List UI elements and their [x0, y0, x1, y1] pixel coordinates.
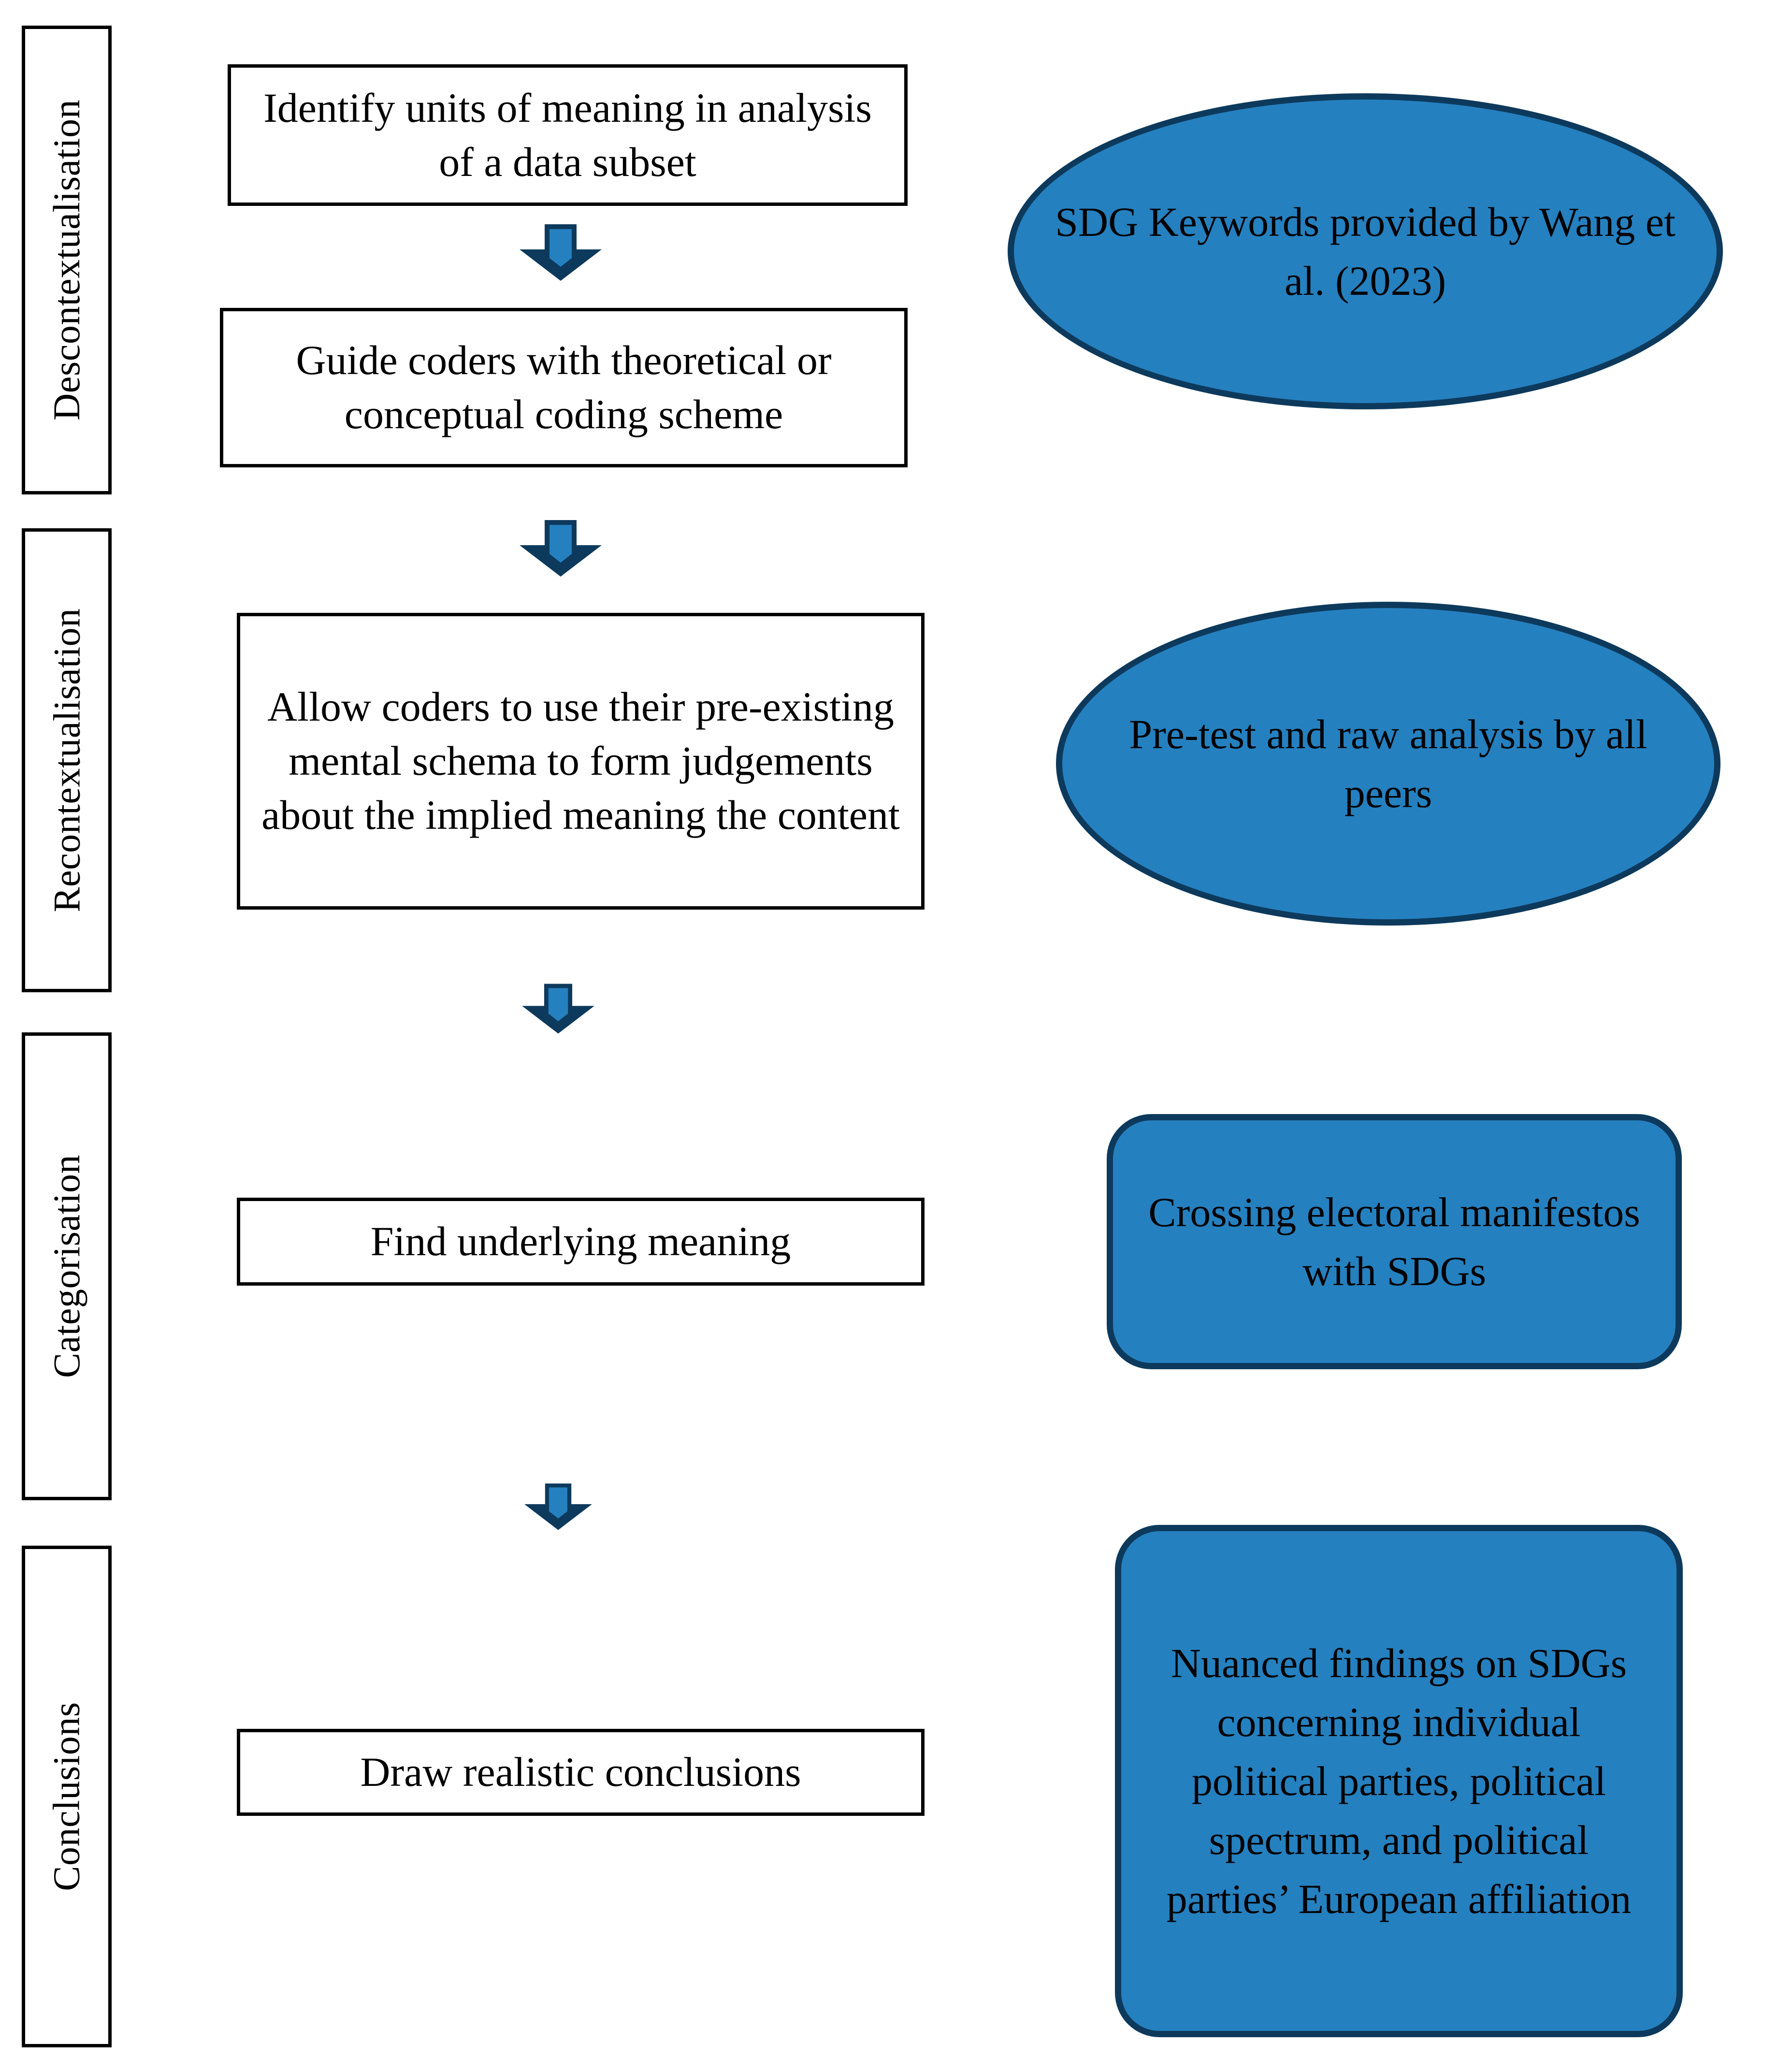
arrow-inner-path — [549, 1487, 567, 1519]
stage-label-text: Descontextualisation — [45, 99, 88, 421]
process-box-text: Allow coders to use their pre-existing m… — [261, 683, 900, 838]
flow-arrow-down-2 — [520, 518, 602, 579]
process-box-identify-units: Identify units of meaning in analysis of… — [228, 64, 908, 206]
flow-arrow-down-4 — [524, 1482, 592, 1532]
stage-label-recontextualisation: Recontextualisation — [22, 528, 112, 992]
process-box-draw-conclusions: Draw realistic conclusions — [237, 1729, 925, 1816]
stage-label-descontextualisation: Descontextualisation — [22, 26, 112, 494]
annotation-text: SDG Keywords provided by Wang et al. (20… — [1055, 198, 1676, 304]
process-box-text: Draw realistic conclusions — [360, 1749, 801, 1796]
process-box-text: Guide coders with theoretical or concept… — [296, 337, 832, 437]
process-box-text: Find underlying meaning — [370, 1218, 791, 1265]
arrow-inner-path — [549, 229, 572, 267]
flow-arrow-down-1 — [520, 222, 602, 283]
stage-label-text: Conclusions — [45, 1702, 88, 1891]
process-box-text: Identify units of meaning in analysis of… — [263, 84, 872, 185]
stage-label-conclusions: Conclusions — [22, 1546, 112, 2047]
arrow-inner-path — [548, 988, 568, 1021]
annotation-ellipse-sdg-keywords: SDG Keywords provided by Wang et al. (20… — [1008, 93, 1723, 409]
process-box-guide-coders: Guide coders with theoretical or concept… — [220, 308, 908, 467]
arrow-inner-path — [549, 525, 572, 563]
annotation-rounded-crossing-manifestos: Crossing electoral manifestos with SDGs — [1107, 1114, 1682, 1369]
annotation-ellipse-pretest-raw-analysis: Pre-test and raw analysis by all peers — [1056, 602, 1720, 926]
stage-label-text: Recontextualisation — [45, 608, 88, 913]
process-box-allow-coders: Allow coders to use their pre-existing m… — [237, 613, 925, 910]
stage-label-text: Categorisation — [45, 1155, 87, 1378]
annotation-text: Pre-test and raw analysis by all peers — [1129, 710, 1648, 816]
annotation-rounded-nuanced-findings: Nuanced findings on SDGs concerning indi… — [1115, 1525, 1683, 2037]
flow-arrow-down-3 — [522, 982, 594, 1035]
stage-label-categorisation: Categorisation — [22, 1032, 112, 1500]
process-box-find-underlying-meaning: Find underlying meaning — [237, 1198, 925, 1286]
annotation-text: Crossing electoral manifestos with SDGs — [1148, 1188, 1640, 1294]
annotation-text: Nuanced findings on SDGs concerning indi… — [1166, 1639, 1632, 1923]
